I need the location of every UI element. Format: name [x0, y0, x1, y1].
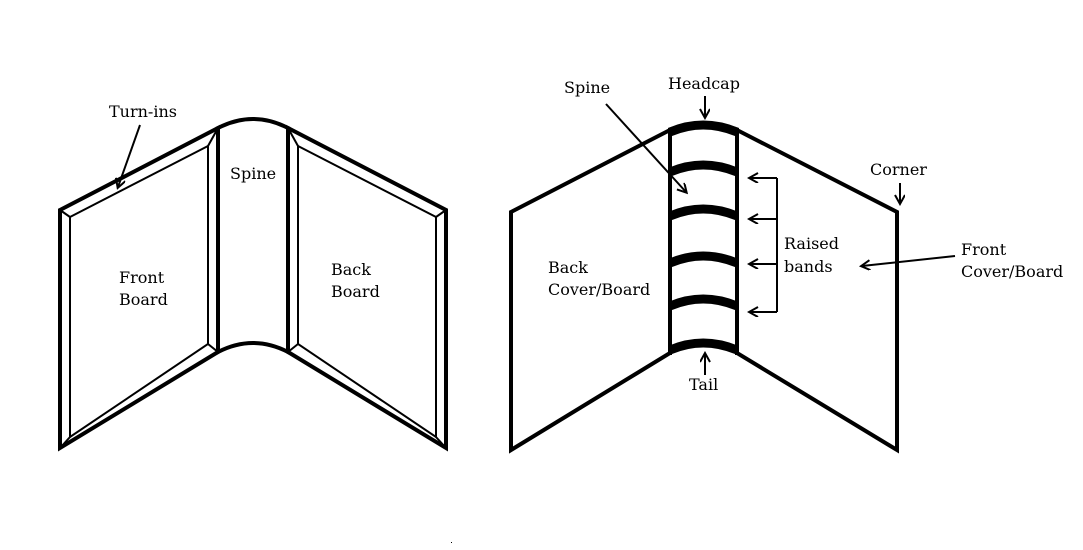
headcap-label: Headcap	[668, 74, 740, 93]
front-cover-arrow	[862, 255, 956, 266]
raised-bands-label-line2: bands	[784, 257, 833, 276]
tail	[668, 338, 739, 355]
raised-band-1	[668, 160, 739, 177]
tail-label: Tail	[689, 375, 718, 394]
raised-band-2	[668, 204, 739, 221]
corner-label: Corner	[870, 160, 927, 179]
spine-arrow	[605, 103, 686, 192]
raised-bands-label-line1: Raised	[784, 234, 839, 253]
front-board-label-line2: Board	[119, 290, 168, 309]
raised-bands-bracket	[750, 178, 778, 312]
front-board	[58, 124, 220, 452]
back-board-label-line1: Back	[331, 260, 371, 279]
turn-ins-arrow	[118, 124, 141, 187]
raised-band-4	[668, 294, 739, 311]
spine-label: Spine	[564, 78, 610, 97]
book-spine	[668, 120, 739, 355]
headcap	[668, 120, 739, 137]
front-board-label-line1: Front	[119, 268, 165, 287]
back-board	[286, 124, 448, 452]
bound-book-figure: Spine Headcap Corner Raised bands Front …	[509, 74, 1063, 454]
case-spine	[215, 117, 291, 355]
open-case-figure: Turn-ins Spine Front Board Back Board	[58, 102, 448, 452]
spine-label: Spine	[230, 164, 276, 183]
front-cover-label-line2: Cover/Board	[961, 262, 1063, 281]
front-cover-label-line1: Front	[961, 240, 1007, 259]
back-board-label-line2: Board	[331, 282, 380, 301]
raised-band-3	[668, 251, 739, 268]
back-cover-label-line2: Cover/Board	[548, 280, 650, 299]
back-cover-label-line1: Back	[548, 258, 588, 277]
turn-ins-label: Turn-ins	[109, 102, 177, 121]
stray-dot	[451, 542, 452, 543]
